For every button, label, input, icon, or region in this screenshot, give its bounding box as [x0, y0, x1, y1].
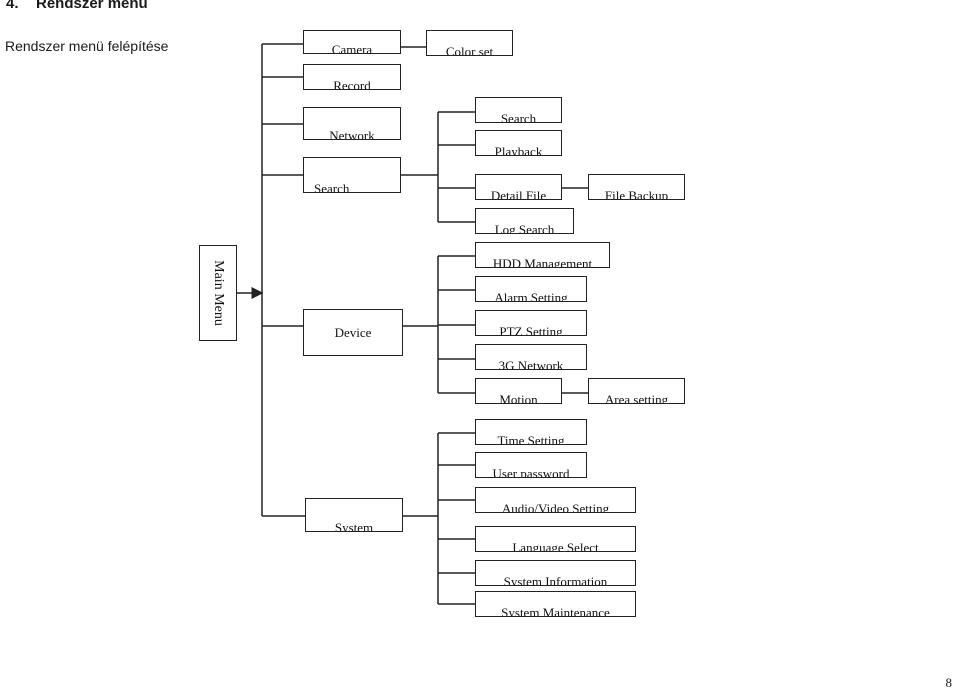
device-label: Device [334, 325, 372, 340]
section-number: 4. [6, 0, 19, 12]
area-setting-box: Area setting [588, 378, 685, 404]
ptz-setting-box: PTZ Setting [475, 310, 587, 336]
main-menu-label: Main Menu [211, 260, 226, 326]
user-password-box: User password [475, 452, 587, 478]
log-search-box: Log Search [475, 208, 574, 234]
camera-label: Camera [331, 42, 373, 54]
device-box: Device [303, 309, 403, 356]
search-box: Search [303, 157, 401, 193]
language-select-box: Language Select [475, 526, 636, 552]
alarm-setting-label: Alarm Setting [494, 290, 568, 302]
camera-box: Camera [303, 30, 401, 54]
detail-file-label: Detail File [490, 188, 547, 200]
record-box: Record [303, 64, 401, 90]
audio-video-setting-box: Audio/Video Setting [475, 487, 636, 513]
system-box: System [305, 498, 403, 532]
playback-box: Playback [475, 130, 562, 156]
time-setting-box: Time Setting [475, 419, 587, 445]
user-password-label: User password [492, 466, 570, 478]
network-label: Network [329, 128, 375, 140]
alarm-setting-box: Alarm Setting [475, 276, 587, 302]
file-backup-label: File Backup [604, 188, 669, 200]
motion-label: Motion [499, 392, 538, 404]
search-label: Search [314, 181, 350, 193]
time-setting-label: Time Setting [497, 433, 565, 445]
system-maintenance-label: System Maintenance [501, 605, 610, 617]
log-search-label: Log Search [494, 222, 555, 234]
language-select-label: Language Select [512, 540, 599, 552]
system-information-box: System Information [475, 560, 636, 586]
system-label: System [334, 520, 374, 532]
main-menu-box: Main Menu [199, 245, 237, 341]
section-title: Rendszer menü [36, 0, 148, 12]
search-sub-label: Search [500, 111, 537, 123]
network-box: Network [303, 107, 401, 140]
motion-box: Motion [475, 378, 562, 404]
audio-video-setting-label: Audio/Video Setting [501, 501, 610, 513]
playback-label: Playback [494, 144, 543, 156]
detail-file-box: Detail File [475, 174, 562, 200]
file-backup-box: File Backup [588, 174, 685, 200]
color-set-label: Color set [445, 44, 494, 56]
page-number: 8 [945, 675, 953, 690]
area-setting-label: Area setting [604, 392, 669, 404]
3g-network-box: 3G Network [475, 344, 587, 370]
hdd-management-label: HDD Management [492, 256, 593, 268]
hdd-management-box: HDD Management [475, 242, 610, 268]
search-sub-box: Search [475, 97, 562, 123]
section-subtitle: Rendszer menü felépítése [5, 38, 169, 54]
system-information-label: System Information [503, 574, 608, 586]
3g-network-label: 3G Network [498, 358, 564, 370]
ptz-setting-label: PTZ Setting [499, 324, 563, 336]
record-label: Record [333, 78, 371, 90]
color-set-box: Color set [426, 30, 513, 56]
system-maintenance-box: System Maintenance [475, 591, 636, 617]
section-heading: 4. Rendszer menü [6, 0, 148, 12]
